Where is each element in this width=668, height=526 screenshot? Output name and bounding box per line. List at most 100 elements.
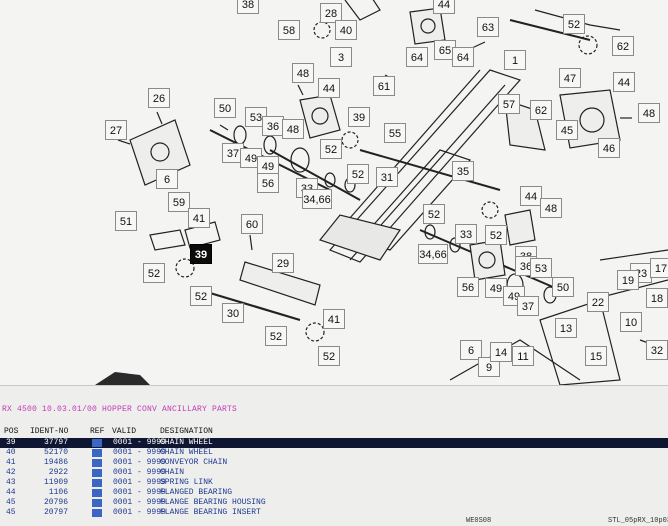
ref-down-arrow-icon[interactable] [92, 459, 102, 467]
column-header-ref[interactable]: REF [90, 427, 105, 436]
row-pos: 40 [6, 448, 16, 457]
callout-label[interactable]: 60 [241, 214, 263, 234]
parts-row[interactable]: 44 1106 0001 - 9999 FLANGED BEARING [0, 488, 668, 498]
callout-label[interactable]: 39 [348, 107, 370, 127]
callout-label[interactable]: 64 [406, 47, 428, 67]
callout-label[interactable]: 62 [612, 36, 634, 56]
callout-label[interactable]: 33 [455, 224, 477, 244]
callout-label[interactable]: 61 [373, 76, 395, 96]
ref-down-arrow-icon[interactable] [92, 489, 102, 497]
callout-label[interactable]: 56 [257, 173, 279, 193]
callout-label[interactable]: 50 [552, 277, 574, 297]
callout-label[interactable]: 52 [265, 326, 287, 346]
callout-label[interactable]: 52 [485, 225, 507, 245]
callout-label[interactable]: 30 [222, 303, 244, 323]
callout-label[interactable]: 47 [559, 68, 581, 88]
parts-row[interactable]: 45 20796 0001 - 9999 FLANGE BEARING HOUS… [0, 498, 668, 508]
ref-down-arrow-icon[interactable] [92, 469, 102, 477]
callout-label[interactable]: 49 [240, 148, 262, 168]
callout-label[interactable]: 52 [190, 286, 212, 306]
parts-row[interactable]: 42 2922 0001 - 9999 CHAIN [0, 468, 668, 478]
ref-down-arrow-icon[interactable] [92, 499, 102, 507]
callout-label[interactable]: 27 [105, 120, 127, 140]
parts-row[interactable]: 40 52170 0001 - 9999 CHAIN WHEEL [0, 448, 668, 458]
callout-label[interactable]: 31 [376, 167, 398, 187]
column-header-valid[interactable]: VALID [112, 427, 137, 436]
callout-label[interactable]: 13 [555, 318, 577, 338]
callout-label[interactable]: 6 [156, 169, 178, 189]
callout-label[interactable]: 9 [478, 357, 500, 377]
callout-label[interactable]: 29 [272, 253, 294, 273]
callout-label[interactable]: 34,66 [302, 189, 332, 209]
callout-label[interactable]: 48 [638, 103, 660, 123]
callout-label[interactable]: 64 [452, 47, 474, 67]
ref-down-arrow-icon[interactable] [92, 439, 102, 447]
callout-label[interactable]: 11 [512, 346, 534, 366]
callout-label[interactable]: 22 [587, 292, 609, 312]
callout-label[interactable]: 15 [585, 346, 607, 366]
callout-label[interactable]: 10 [620, 312, 642, 332]
callout-label[interactable]: 6 [460, 340, 482, 360]
callout-label[interactable]: 52 [347, 164, 369, 184]
callout-label[interactable]: 35 [452, 161, 474, 181]
callout-label[interactable]: 17 [650, 258, 668, 278]
callout-label[interactable]: 63 [477, 17, 499, 37]
callout-label[interactable]: 48 [292, 63, 314, 83]
callout-label[interactable]: 36 [262, 116, 284, 136]
callout-label[interactable]: 49 [257, 156, 279, 176]
callout-label[interactable]: 40 [335, 20, 357, 40]
callout-label[interactable]: 50 [214, 98, 236, 118]
callout-label[interactable]: 34,66 [418, 244, 448, 264]
callout-label[interactable]: 52 [423, 204, 445, 224]
column-header-pos[interactable]: POS [4, 427, 19, 436]
callout-label[interactable]: 32 [646, 340, 668, 360]
callout-label[interactable]: 46 [598, 138, 620, 158]
callout-label[interactable]: 53 [530, 258, 552, 278]
ref-down-arrow-icon[interactable] [92, 479, 102, 487]
callout-label[interactable]: 44 [520, 186, 542, 206]
parts-row[interactable]: 41 19486 0001 - 9999 CONVEYOR CHAIN [0, 458, 668, 468]
callout-label[interactable]: 3 [330, 47, 352, 67]
callout-label[interactable]: 58 [278, 20, 300, 40]
callout-label[interactable]: 56 [457, 277, 479, 297]
callout-label-highlighted[interactable]: 39 [190, 244, 212, 264]
callout-label[interactable]: 51 [115, 211, 137, 231]
callout-label[interactable]: 28 [320, 3, 342, 23]
callout-label[interactable]: 48 [282, 119, 304, 139]
callout-label[interactable]: 38 [237, 0, 259, 14]
frame-rail [334, 69, 481, 236]
callout-label[interactable]: 44 [318, 78, 340, 98]
callout-label[interactable]: 14 [490, 342, 512, 362]
parts-row[interactable]: 43 11909 0001 - 9999 SPRING LINK [0, 478, 668, 488]
callout-label[interactable]: 41 [188, 208, 210, 228]
callout-label[interactable]: 49 [485, 278, 507, 298]
callout-label[interactable]: 52 [563, 14, 585, 34]
callout-label[interactable]: 37 [517, 296, 539, 316]
column-header-designation[interactable]: DESIGNATION [160, 427, 213, 436]
column-header-ident[interactable]: IDENT-NO [30, 427, 69, 436]
callout-label[interactable]: 52 [143, 263, 165, 283]
callout-label[interactable]: 48 [540, 198, 562, 218]
ref-down-arrow-icon[interactable] [92, 509, 102, 517]
callout-label[interactable]: 18 [646, 288, 668, 308]
callout-label[interactable]: 45 [556, 120, 578, 140]
parts-row-selected[interactable]: 39 37797 0001 - 9999 CHAIN WHEEL [0, 438, 668, 448]
drawing-id-label: STL_05pRX_10p03 [608, 517, 668, 525]
callout-label[interactable]: 55 [384, 123, 406, 143]
ref-down-arrow-icon[interactable] [92, 449, 102, 457]
callout-label[interactable]: 62 [530, 100, 552, 120]
callout-label[interactable]: 44 [433, 0, 455, 14]
callout-label[interactable]: 1 [504, 50, 526, 70]
row-valid: 0001 - 9999 [113, 488, 166, 497]
callout-label[interactable]: 26 [148, 88, 170, 108]
callout-label[interactable]: 52 [318, 346, 340, 366]
callout-label[interactable]: 41 [323, 309, 345, 329]
callout-label[interactable]: 19 [617, 270, 639, 290]
parts-row[interactable]: 45 20797 0001 - 9999 FLANGE BEARING INSE… [0, 508, 668, 518]
callout-label[interactable]: 57 [498, 94, 520, 114]
callout-label[interactable]: 59 [168, 192, 190, 212]
callout-label[interactable]: 65 [434, 40, 456, 60]
row-designation: FLANGED BEARING [160, 488, 233, 497]
callout-label[interactable]: 52 [320, 139, 342, 159]
callout-label[interactable]: 44 [613, 72, 635, 92]
